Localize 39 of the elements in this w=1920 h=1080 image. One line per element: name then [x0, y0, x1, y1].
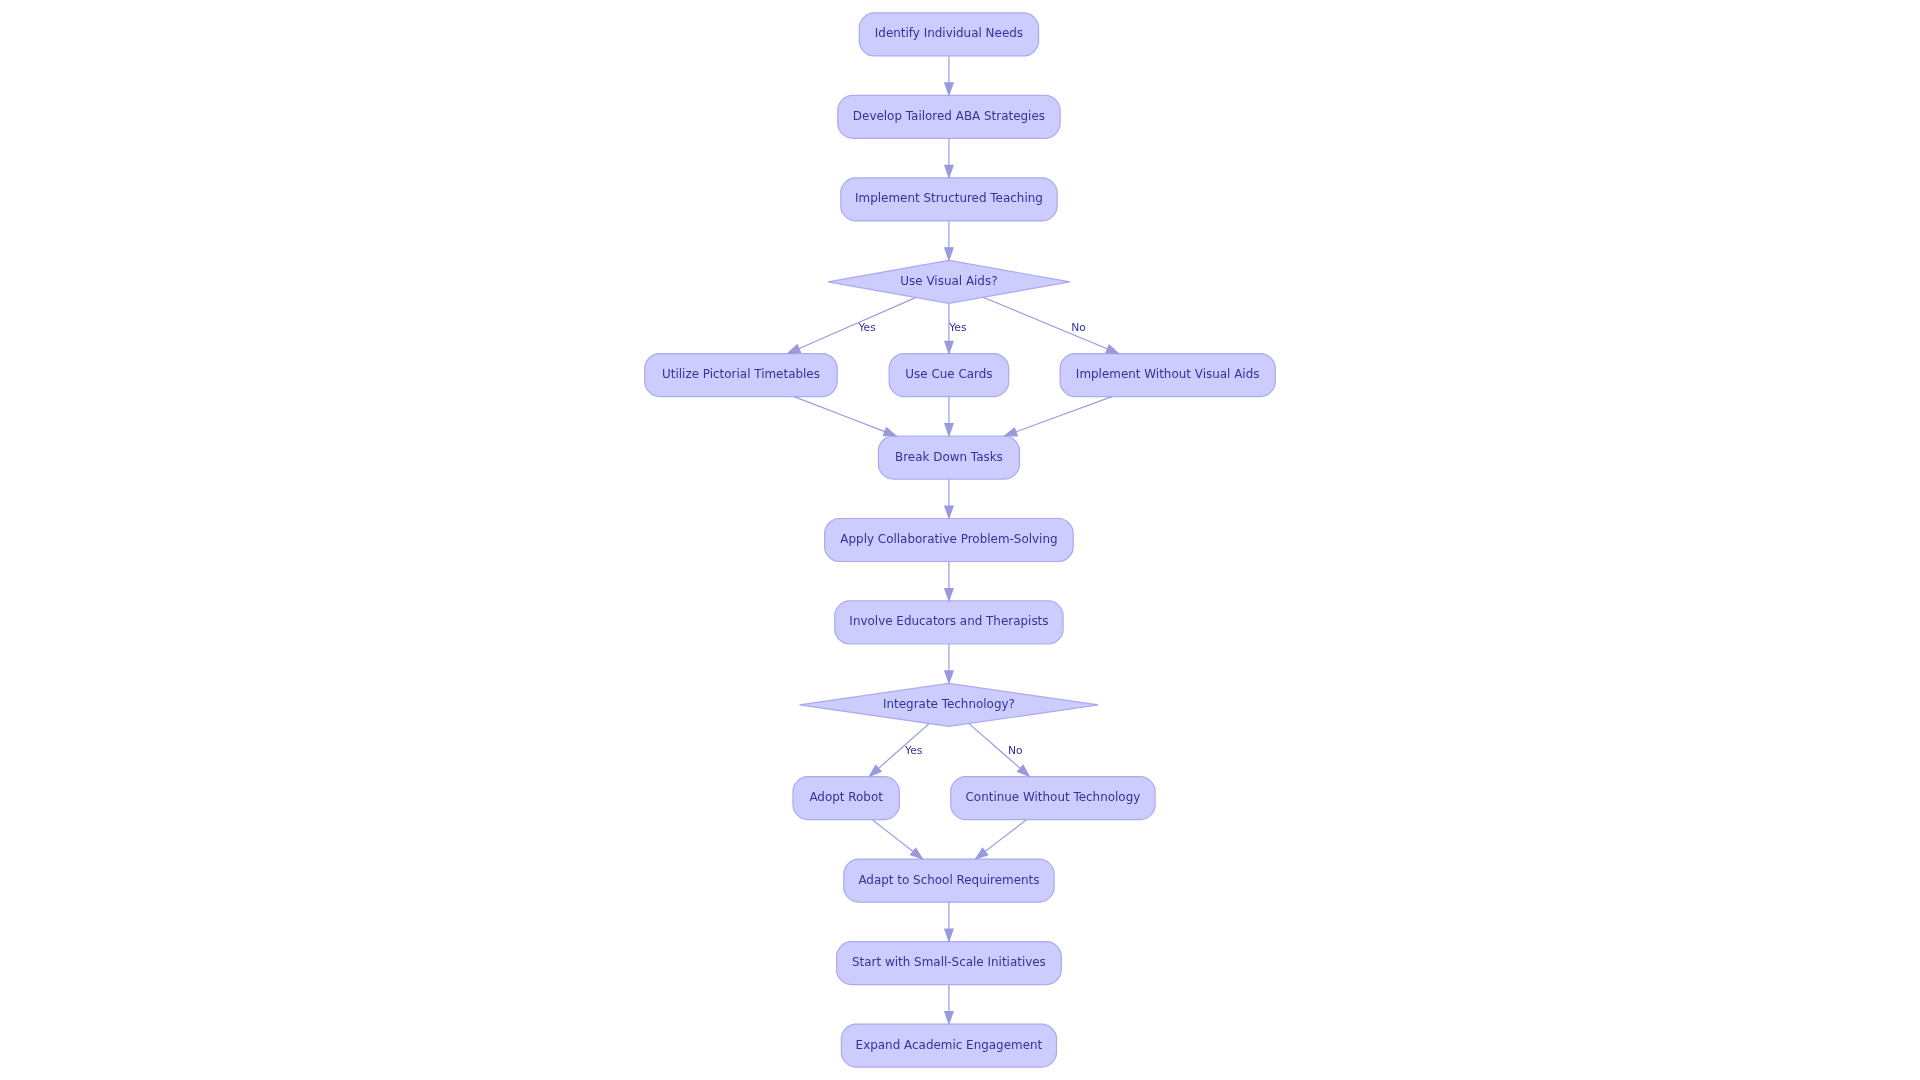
node-box: Involve Educators and Therapists [834, 600, 1064, 645]
edge-label: No [1007, 744, 1023, 758]
node-box: Adopt Robot [792, 776, 900, 821]
node-box: Implement Without Visual Aids [1059, 352, 1276, 398]
node-box: Break Down Tasks [877, 435, 1021, 480]
arrow [943, 984, 954, 1026]
edge-label: No [1071, 321, 1086, 335]
arrow [974, 819, 1027, 860]
node-diamond: Use Visual Aids? [827, 259, 1071, 304]
arrow [968, 723, 1031, 778]
node-diamond: Integrate Technology? [798, 682, 1099, 728]
arrow [943, 643, 954, 685]
arrow [943, 561, 954, 603]
arrow [786, 297, 917, 355]
arrow [943, 220, 954, 262]
node-box: Apply Collaborative Problem-Solving [824, 517, 1074, 563]
arrow [868, 723, 930, 778]
node-box: Utilize Pictorial Timetables [644, 352, 838, 398]
arrow [793, 396, 898, 437]
edge-label: Yes [858, 321, 876, 335]
node-box: Develop Tailored ABA Strategies [837, 94, 1061, 140]
arrow [943, 55, 954, 97]
arrow [1002, 396, 1113, 437]
arrow [943, 901, 954, 943]
arrow [943, 396, 954, 438]
node-box: Adapt to School Requirements [843, 858, 1055, 903]
node-box: Start with Small-Scale Initiatives [836, 940, 1062, 986]
node-box: Expand Academic Engagement [840, 1023, 1058, 1068]
node-box: Identify Individual Needs [858, 12, 1040, 57]
arrow [943, 478, 954, 520]
arrow [872, 819, 924, 860]
arrow [943, 138, 954, 180]
arrow [983, 296, 1121, 355]
node-box: Continue Without Technology [950, 776, 1156, 821]
arrow [943, 303, 954, 356]
node-box: Use Cue Cards [888, 352, 1010, 398]
edge-label: Yes [905, 744, 923, 758]
node-box: Implement Structured Teaching [840, 177, 1058, 222]
edge-label: Yes [949, 321, 967, 335]
